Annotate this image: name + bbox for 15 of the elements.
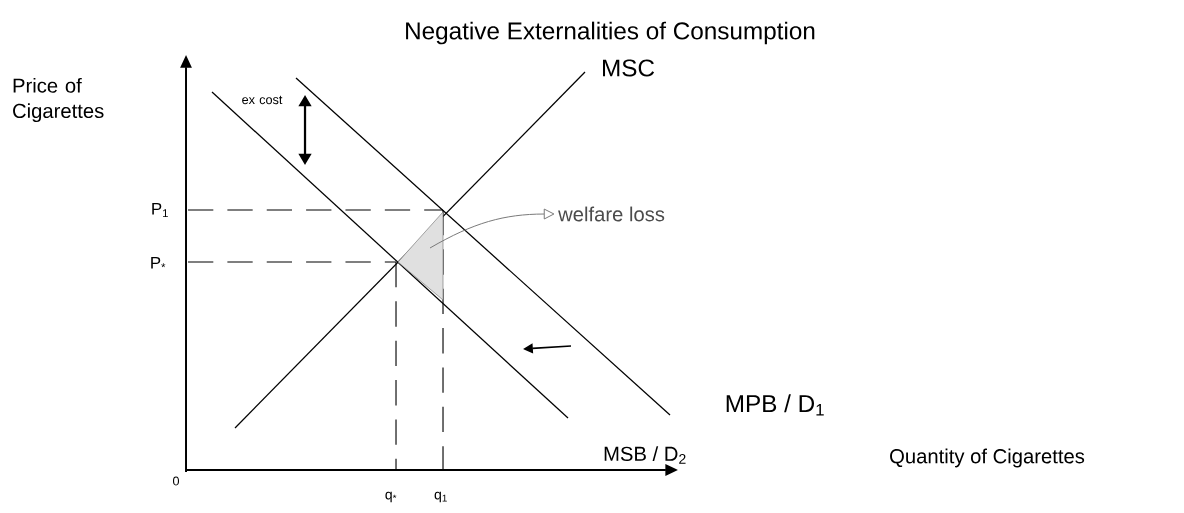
curve-label: MSC (603, 59, 655, 77)
welfare-loss-area (397, 211, 444, 301)
curve-label: ex cost (242, 95, 283, 105)
axis-label: Price of Cigarettes (13, 77, 104, 123)
axis-tick-label: q$_{1}$ (434, 491, 447, 503)
annotation-text: welfare loss (558, 206, 665, 222)
leader-line (429, 208, 555, 249)
axis-tick-label: P$_{*}$ (151, 256, 166, 269)
axis-tick-label: q$_{*}$ (385, 491, 397, 503)
axis-tick-label: P$_{1}$ (152, 202, 168, 218)
curve-label: MSB / D$_{2}$ (604, 446, 686, 464)
axis-label: Quantity of Cigarettes (890, 448, 1085, 468)
axis-tick-label: 0 (173, 476, 180, 486)
title: Negative Externalities of Consumption (406, 21, 815, 45)
curve-label: MPB / D$_{1}$ (726, 394, 824, 416)
